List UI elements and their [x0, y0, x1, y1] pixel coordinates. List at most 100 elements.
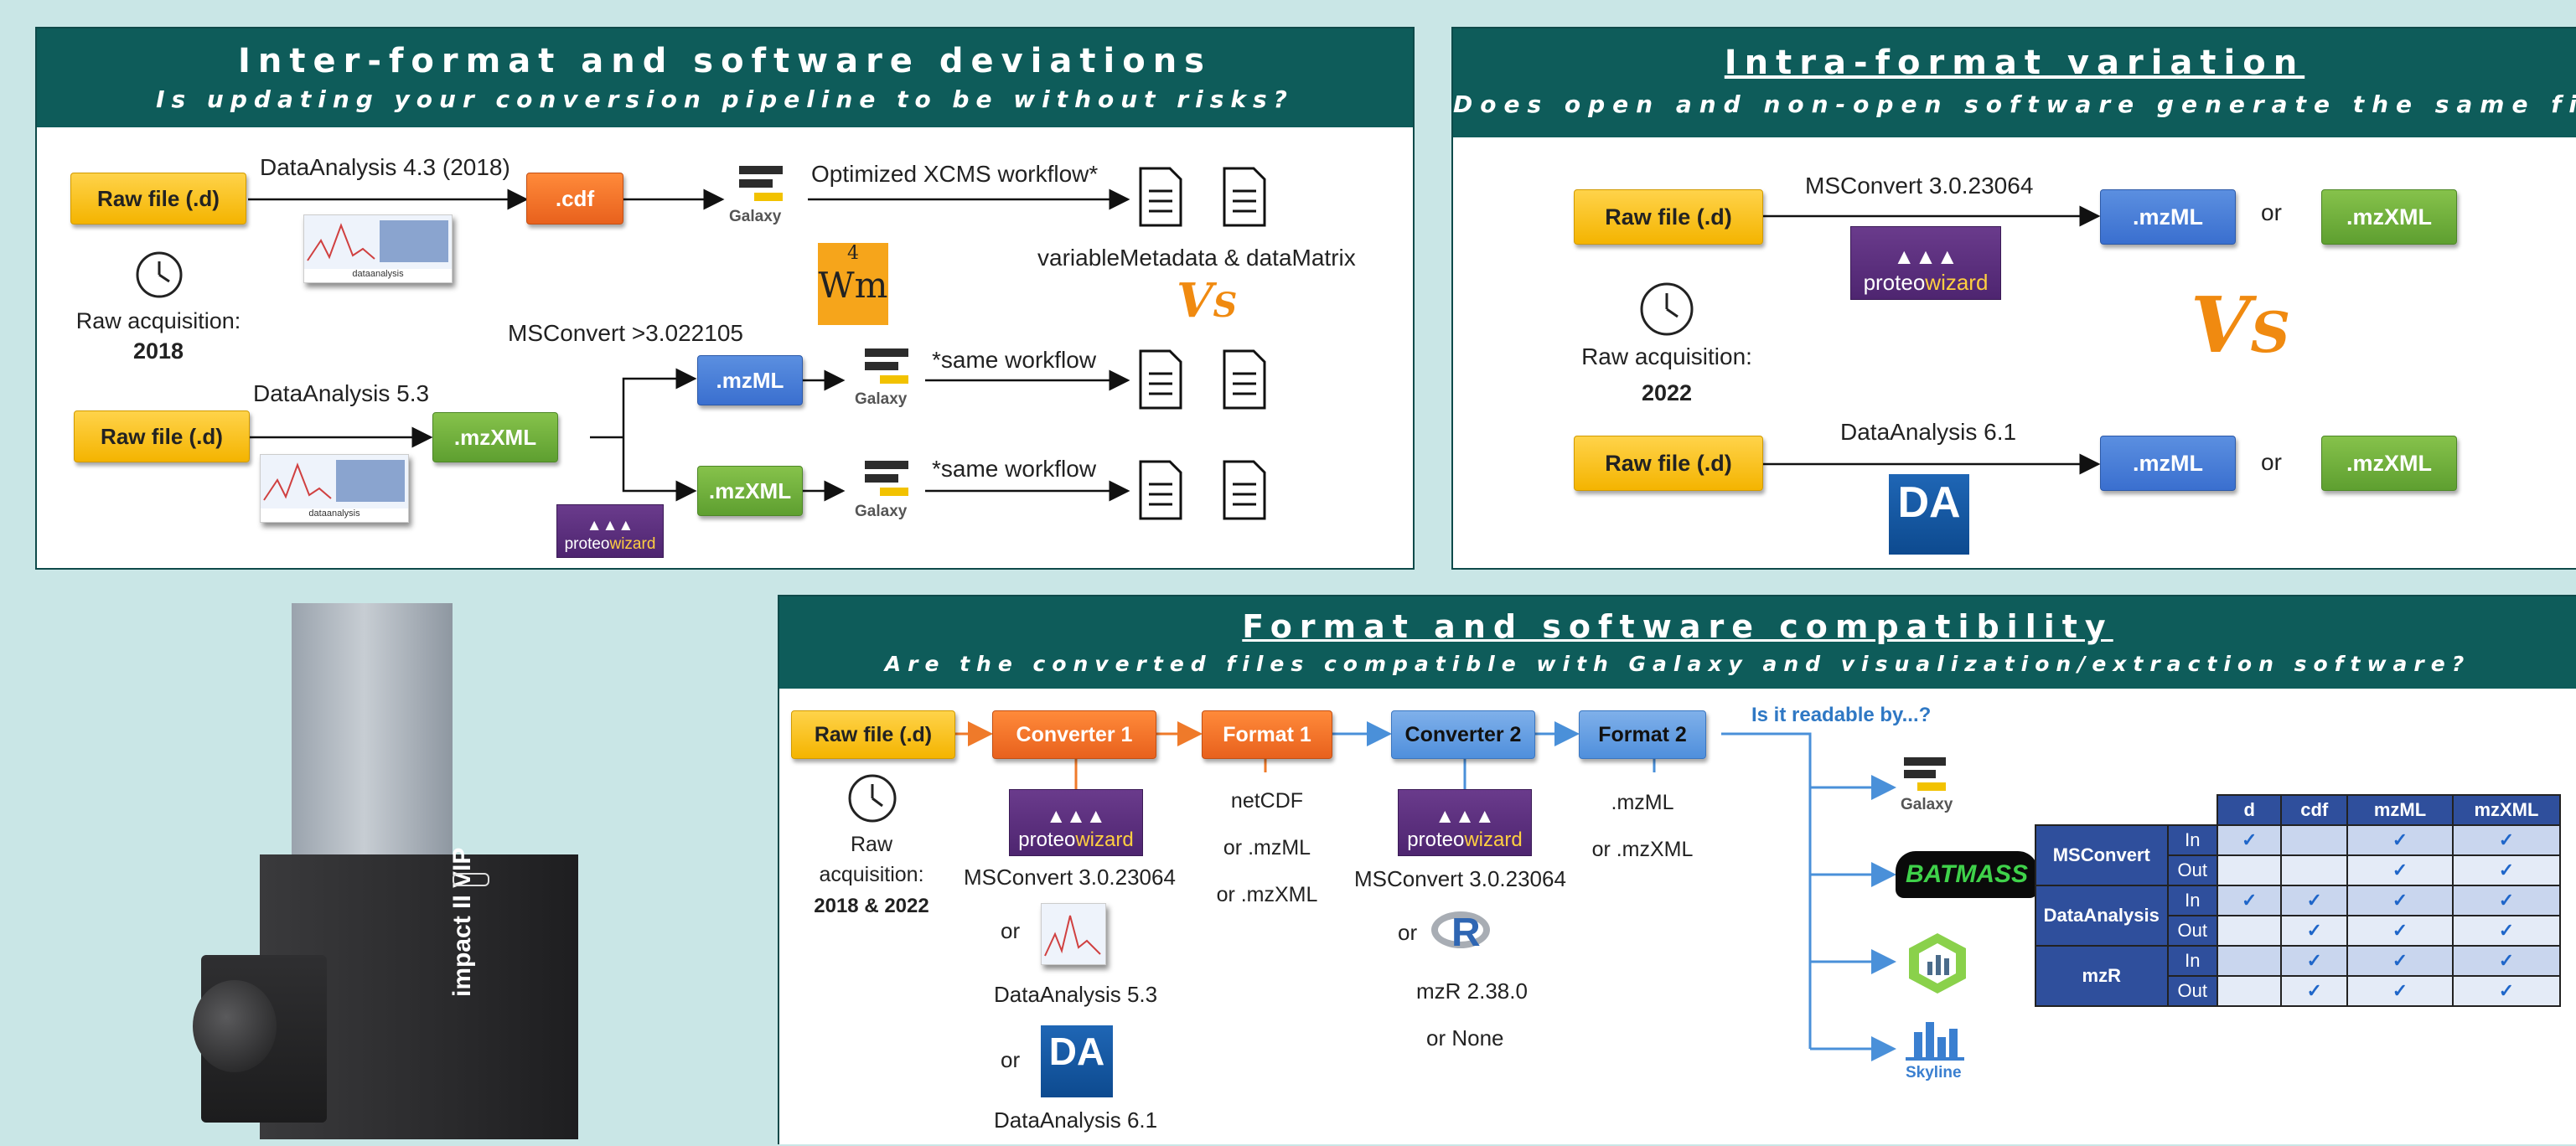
check-cell: ✓ — [2451, 915, 2562, 947]
table-row: MSConvert In ✓ ✓ ✓ — [2035, 824, 2562, 886]
panel3-arrows — [954, 721, 1896, 1061]
table-row: Out ✓ ✓ ✓ — [2035, 975, 2562, 1007]
format1-option: or .mzML — [1223, 836, 1311, 860]
clock-icon — [1640, 282, 1694, 336]
da53-label: DataAnalysis 5.3 — [253, 380, 430, 406]
mzxml-box: .mzXML — [2321, 436, 2457, 491]
hexagon-chart-icon — [1904, 930, 1971, 1001]
panel-title: Intra-format variation — [1724, 44, 2305, 82]
table-row: mzR In ✓ ✓ ✓ — [2035, 945, 2562, 1007]
dataanalysis-screenshot: dataanalysis — [303, 214, 453, 283]
galaxy-logo: Galaxy — [855, 459, 939, 526]
document-icon — [1223, 167, 1266, 227]
instrument-tower — [292, 603, 453, 880]
check-cell: ✓ — [2451, 945, 2562, 977]
raw-acquisition-label: acquisition: — [819, 863, 924, 886]
panel-format-compatibility: Format and software compatibility Are th… — [778, 595, 2576, 1144]
check-cell — [2216, 945, 2283, 977]
check-cell: ✓ — [2451, 824, 2562, 856]
document-icon — [1139, 460, 1182, 520]
mzxml-box: .mzXML — [697, 466, 803, 516]
check-cell: ✓ — [2451, 885, 2562, 916]
check-cell: ✓ — [2346, 915, 2454, 947]
raw-acquisition-label: Raw acquisition: — [1581, 343, 1752, 369]
galaxy-label: Galaxy — [1901, 796, 1953, 813]
dataanalysis-icon — [1041, 903, 1106, 965]
or-label: or — [2261, 449, 2282, 475]
io-cell: In — [2166, 885, 2219, 916]
galaxy-logo: Galaxy — [1896, 756, 1971, 823]
io-cell: In — [2166, 824, 2219, 856]
galaxy-label: Galaxy — [855, 390, 908, 408]
variable-metadata-label: variableMetadata & dataMatrix — [1037, 245, 1356, 271]
raw-acquisition-years: 2018 & 2022 — [814, 895, 929, 917]
table-header: cdf — [2280, 794, 2349, 826]
raw-acquisition-year: 2022 — [1641, 380, 1693, 405]
io-cell: Out — [2166, 975, 2219, 1007]
check-cell: ✓ — [2346, 824, 2454, 856]
same-workflow-label: *same workflow — [932, 347, 1097, 373]
format2-option: or .mzXML — [1591, 838, 1694, 861]
or-label: or — [1001, 918, 1021, 943]
compatibility-table: d cdf mzML mzXML MSConvert In ✓ ✓ ✓ Out … — [2035, 794, 2562, 1007]
proteo-text: proteo — [564, 535, 610, 553]
batmass-logo: BATMASS — [1896, 851, 2038, 898]
mzxml-box: .mzXML — [2321, 189, 2457, 245]
msconvert-label: MSConvert 3.0.23064 — [1805, 173, 2034, 199]
versus-icon: VS — [1177, 273, 1238, 328]
proteowizard-logo: ▲▲▲ proteowizard — [556, 504, 664, 558]
cdf-box: .cdf — [526, 173, 623, 225]
check-cell — [2280, 824, 2349, 856]
format1-option: netCDF — [1230, 789, 1304, 813]
check-cell: ✓ — [2216, 885, 2283, 916]
raw-file-box: Raw file (.d) — [1574, 189, 1763, 245]
clock-icon — [848, 774, 897, 823]
galaxy-label: Galaxy — [729, 208, 782, 225]
software-cell: mzR — [2035, 945, 2169, 1007]
panel1-arrows — [248, 188, 1130, 502]
panel-title: Inter-format and software deviations — [238, 42, 1212, 80]
check-cell — [2216, 915, 2283, 947]
check-cell: ✓ — [2346, 945, 2454, 977]
panel-header: Intra-format variation Does open and non… — [1453, 28, 2576, 137]
wizard-text: wizard — [609, 535, 656, 553]
mzr-label: mzR 2.38.0 — [1416, 978, 1528, 1004]
check-cell: ✓ — [2451, 854, 2562, 886]
panel2-arrows — [1763, 205, 2101, 475]
format1-box: Format 1 — [1202, 710, 1332, 759]
check-cell: ✓ — [2280, 945, 2349, 977]
panel-header: Inter-format and software deviations Is … — [37, 28, 1413, 127]
skyline-label: Skyline — [1906, 1064, 1962, 1081]
format1-option: or .mzXML — [1216, 883, 1318, 906]
msconvert-label: MSConvert 3.0.23064 — [964, 865, 1176, 890]
check-cell: ✓ — [2280, 915, 2349, 947]
wm-badge: 4 Wm — [818, 243, 888, 325]
check-cell: ✓ — [2346, 885, 2454, 916]
table-row: Out ✓ ✓ ✓ — [2035, 915, 2562, 947]
or-label: or — [2261, 199, 2282, 225]
mzxml-box: .mzXML — [432, 412, 558, 462]
mzml-box: .mzML — [697, 355, 803, 405]
check-cell — [2280, 854, 2349, 886]
wm-text: Wm — [818, 265, 888, 306]
galaxy-logo: Galaxy — [855, 347, 939, 414]
skyline-logo: Skyline — [1897, 1015, 1981, 1091]
converter2-box: Converter 2 — [1391, 710, 1535, 759]
io-cell: In — [2166, 945, 2219, 977]
raw-acquisition-label: Raw acquisition: — [75, 308, 241, 333]
panel-title: Format and software compatibility — [1242, 608, 2113, 645]
format2-box: Format 2 — [1579, 710, 1706, 759]
io-cell: Out — [2166, 854, 2219, 886]
dataanalysis-logo: DA — [1889, 474, 1969, 555]
or-label: or — [1398, 920, 1418, 945]
raw-file-box: Raw file (.d) — [70, 173, 246, 225]
document-icon — [1223, 349, 1266, 410]
instrument-source-dome — [193, 980, 277, 1072]
document-icon — [1223, 460, 1266, 520]
versus-icon: VS — [2191, 280, 2291, 370]
proteowizard-logo: ▲▲▲ proteowizard — [1850, 226, 2001, 300]
raw-file-box: Raw file (.d) — [791, 710, 955, 759]
table-header: mzXML — [2451, 794, 2562, 826]
msconvert-label: MSConvert >3.022105 — [508, 320, 743, 346]
table-row: DataAnalysis In ✓ ✓ ✓ ✓ — [2035, 885, 2562, 947]
